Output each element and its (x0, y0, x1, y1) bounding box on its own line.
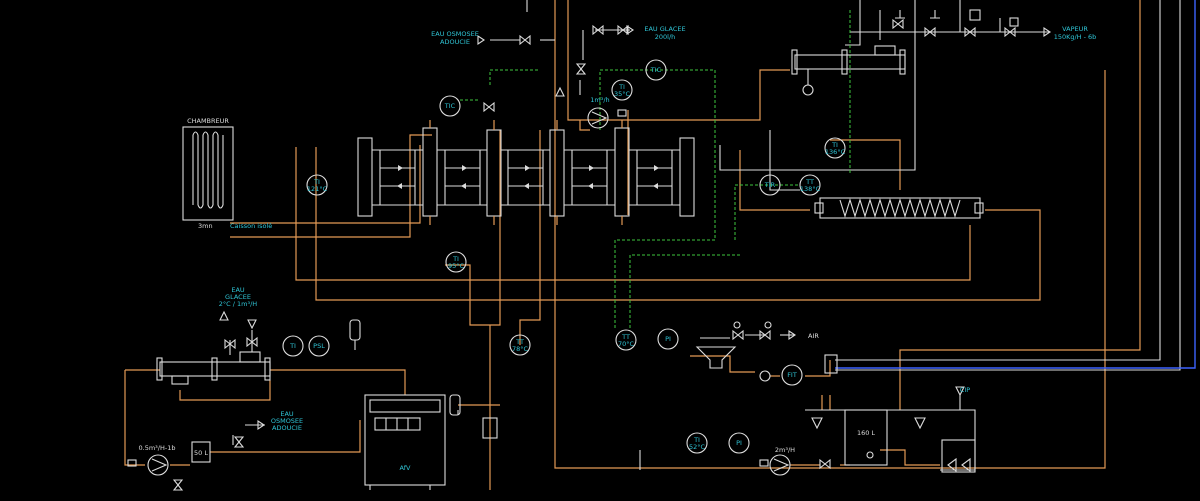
instrument-fit[interactable]: FIT (781, 364, 803, 386)
label-pump-bottom-mid: 2m³/H (775, 446, 795, 454)
cip-unit (941, 386, 976, 473)
label-cip: CIP (960, 386, 970, 394)
label-adoucie-bottom: ADOUCIE (272, 424, 302, 432)
svg-text:136°C: 136°C (825, 148, 846, 156)
afv-machine (349, 319, 498, 486)
label-caisson: Caisson isolé (230, 222, 272, 230)
pump-bottom-left (147, 454, 169, 476)
instrument-pi-mid[interactable]: PI (657, 328, 679, 350)
label-pump-bottom-left: 0.5m³/H-1b (139, 444, 176, 452)
svg-text:TI: TI (452, 255, 459, 263)
label-chambreur-time: 3mn (198, 222, 213, 230)
label-air: AIR (808, 332, 819, 340)
utility-piping (229, 0, 1181, 490)
svg-text:TT: TT (621, 333, 630, 341)
svg-text:TI: TI (289, 342, 296, 350)
svg-text:52°C: 52°C (689, 443, 706, 451)
left-heat-exchanger (156, 351, 271, 385)
instrument-pi-bottom[interactable]: PI (728, 432, 750, 454)
label-tank-160l: 160 L (857, 429, 875, 437)
label-eau-left: EAU (231, 286, 245, 294)
svg-text:PSL: PSL (313, 342, 325, 350)
label-tank-50l: 50 L (194, 449, 208, 457)
instrument-tic-left[interactable]: TIC (439, 95, 461, 117)
label-chambreur: CHAMBREUR (187, 117, 229, 125)
plate-heat-exchanger (357, 120, 695, 225)
tubular-heater (814, 197, 984, 219)
svg-text:TI: TI (618, 83, 625, 91)
label-osmosee-bottom: OSMOSEE (271, 417, 303, 425)
svg-text:PI: PI (736, 439, 742, 447)
svg-text:121°C: 121°C (307, 185, 328, 193)
svg-text:PI: PI (665, 335, 671, 343)
svg-text:70°C: 70°C (618, 340, 635, 348)
svg-text:TI: TI (313, 178, 320, 186)
svg-text:TI: TI (693, 436, 700, 444)
svg-text:95°C: 95°C (448, 262, 465, 270)
instrument-tic-top[interactable]: TIC (645, 59, 667, 81)
label-afv: AfV (400, 464, 412, 472)
pump-bottom-mid (769, 454, 791, 476)
pump-top (587, 107, 609, 129)
svg-text:TT: TT (805, 178, 814, 186)
label-adoucie-top: ADOUCIE (440, 38, 470, 46)
svg-text:TT: TT (515, 338, 524, 346)
separator-funnel (695, 346, 838, 382)
label-eau-glacee-top: EAU GLACEE (644, 25, 685, 33)
svg-text:TI: TI (831, 141, 838, 149)
label-eau-glacee-flow: 200l/h (655, 33, 676, 41)
instrument-psl[interactable]: PSL (308, 335, 330, 357)
label-glacee-spec: 2°C / 1m³/H (219, 300, 258, 308)
svg-text:TIC: TIC (444, 102, 456, 110)
tank-50l (191, 441, 211, 463)
svg-text:TIR: TIR (764, 181, 776, 189)
label-vapeur-flow: 150Kg/H - 6b (1054, 33, 1097, 41)
label-eau-bottom: EAU (280, 410, 294, 418)
valves (127, 10, 1051, 491)
steam-header (791, 9, 1019, 96)
label-eau-osmosee-top: EAU OSMOSEE (431, 30, 479, 38)
label-glacee-left: GLACEE (225, 293, 251, 301)
svg-text:35°C: 35°C (614, 90, 631, 98)
svg-text:TIC: TIC (650, 66, 662, 74)
svg-text:FIT: FIT (787, 371, 797, 379)
control-signals (460, 10, 851, 330)
label-vapeur: VAPEUR (1062, 25, 1088, 33)
label-pump-flow-top: 1m³/h (590, 96, 609, 104)
steam-return-line (835, 0, 1196, 369)
tank-160l (805, 409, 940, 466)
instrument-tir[interactable]: TIR (759, 174, 781, 196)
diagram-labels: EAU OSMOSEE ADOUCIE EAU GLACEE 200l/h VA… (139, 25, 1097, 472)
instrument-ti-left[interactable]: TI (282, 335, 304, 357)
chambreur-holding-tube (182, 126, 234, 221)
svg-text:138°C: 138°C (800, 185, 821, 193)
svg-text:78°C: 78°C (512, 345, 529, 353)
